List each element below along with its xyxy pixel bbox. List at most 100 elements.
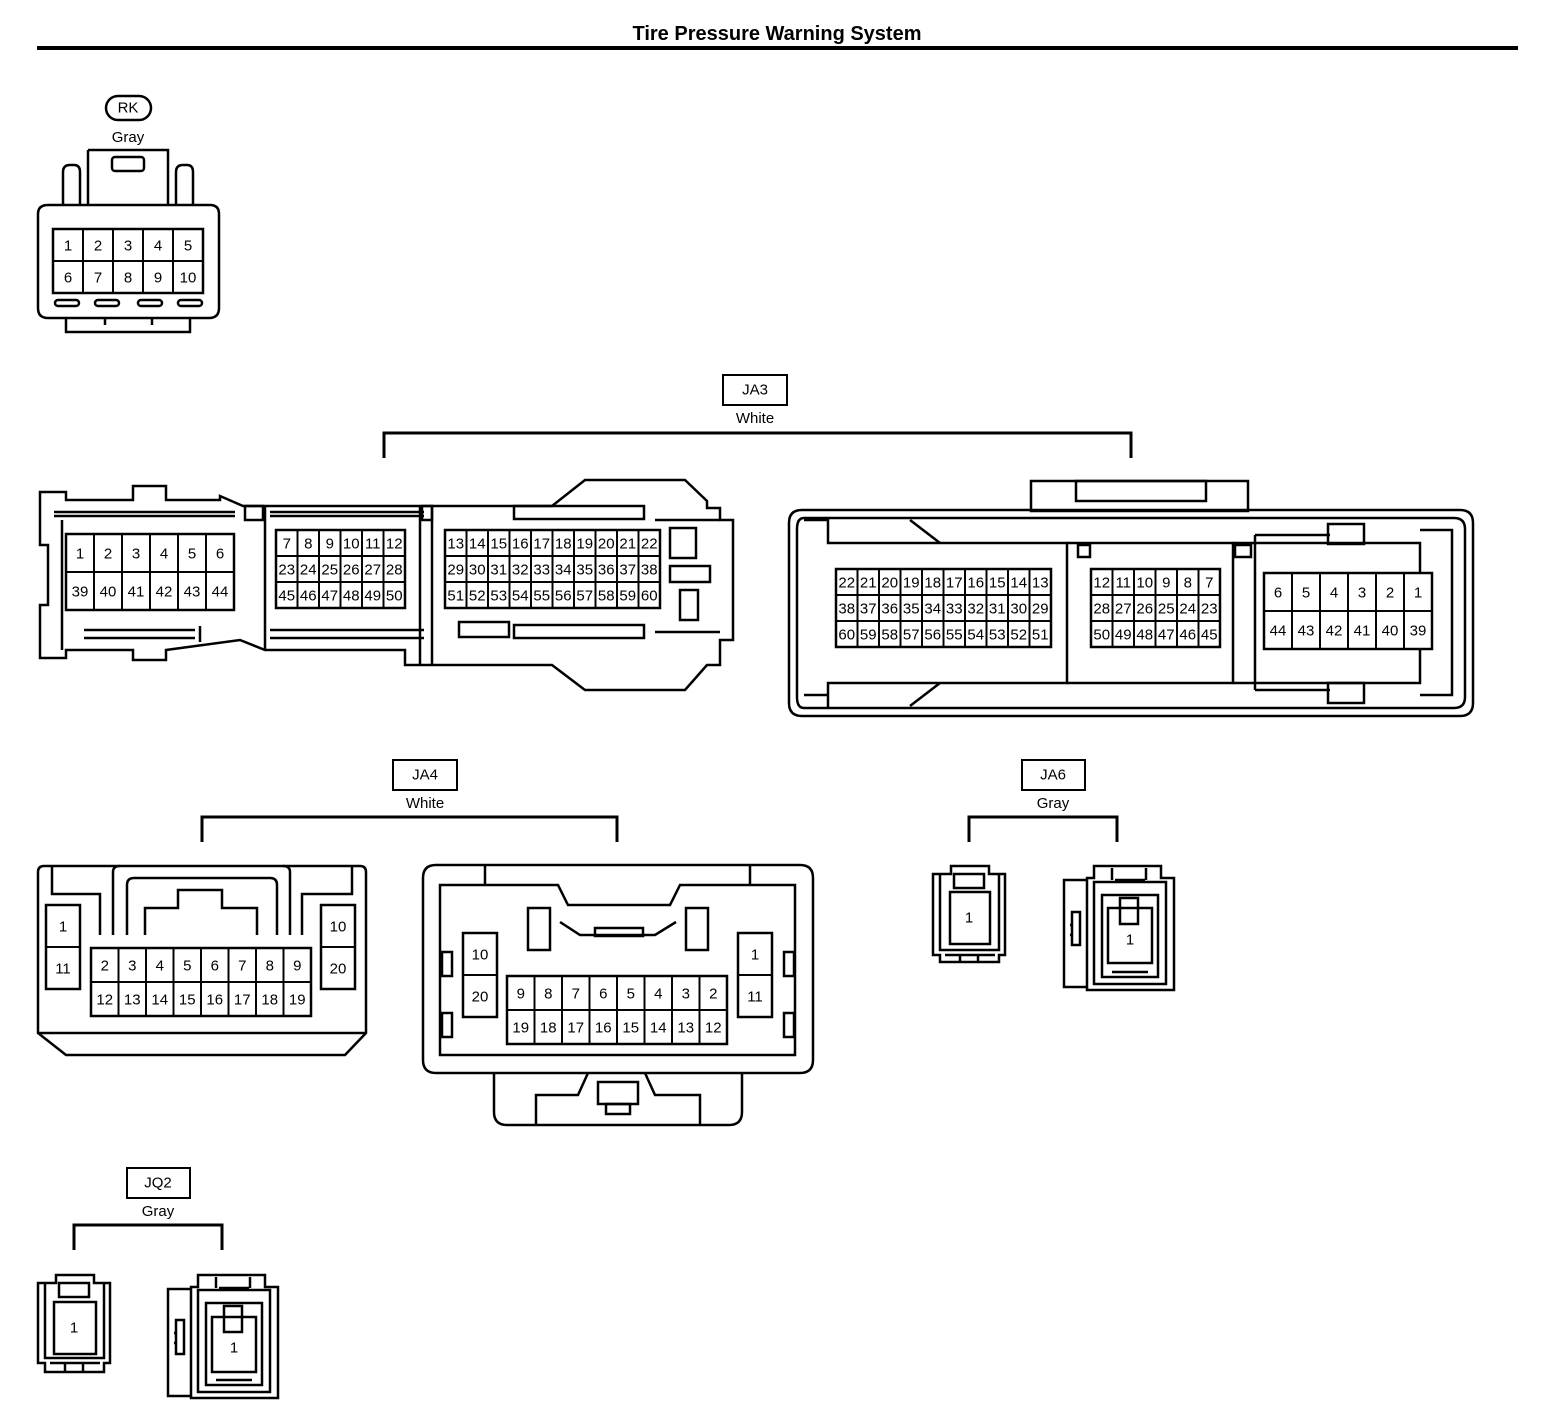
ja3-code-box: [722, 374, 788, 406]
pin-number: 23: [278, 562, 295, 579]
ja3-color: White: [736, 410, 774, 427]
ja4-female-left-col: 10 20: [461, 931, 499, 1019]
pin-number: 6: [599, 986, 607, 1003]
jq2-code-box: [126, 1167, 191, 1199]
pin-number: 22: [838, 575, 855, 592]
pin-number: 14: [469, 536, 486, 553]
pin-number: 40: [100, 584, 117, 601]
ja4-male-left-col: 111: [44, 903, 82, 991]
pin-number: 52: [469, 588, 486, 605]
pin-number: 3: [682, 986, 690, 1003]
pin-number: 20: [330, 961, 347, 978]
pin-cell: [637, 581, 661, 609]
pin-number: 55: [533, 588, 550, 605]
pin-number: 51: [447, 588, 464, 605]
pin-number: 43: [1298, 623, 1315, 640]
pin-number: 1: [1414, 585, 1422, 602]
ja4-code: JA4: [412, 767, 438, 784]
pin-number: 18: [924, 575, 941, 592]
pin-number: 10: [1136, 575, 1153, 592]
pin-number: 7: [283, 536, 291, 553]
pin-number: 60: [641, 588, 658, 605]
pin-number: 36: [881, 601, 898, 618]
pin-number: 16: [206, 992, 223, 1009]
pin-number: 39: [1410, 623, 1427, 640]
pin-number: 11: [747, 989, 763, 1006]
pin-number: 32: [967, 601, 984, 618]
pin-cell: [698, 1009, 728, 1045]
pin-cell: [382, 581, 406, 609]
pin-number: 13: [447, 536, 464, 553]
pin-number: 56: [555, 588, 572, 605]
pin-number: 11: [55, 961, 71, 978]
pin-number: 5: [627, 986, 635, 1003]
pin-number: 20: [472, 989, 489, 1006]
pin-cell: [1403, 610, 1433, 650]
connector-jq2: JQ2 Gray 1 1: [36, 1167, 280, 1400]
rk-code: RK: [118, 100, 139, 117]
pin-number: 58: [598, 588, 615, 605]
pin-number: 5: [1302, 585, 1310, 602]
pin-number: 37: [860, 601, 877, 618]
pin-number: 4: [160, 546, 168, 563]
pin-number: 16: [512, 536, 529, 553]
jq2-male-housing: [36, 1273, 112, 1374]
ja4-bracket: [200, 815, 619, 842]
jq2-male-pin: 1: [70, 1320, 78, 1337]
pin-number: 14: [650, 1020, 667, 1037]
pin-number: 20: [598, 536, 615, 553]
pin-number: 3: [132, 546, 140, 563]
pin-number: 59: [860, 627, 877, 644]
pin-number: 35: [903, 601, 920, 618]
pin-number: 41: [128, 584, 145, 601]
pin-number: 3: [124, 238, 132, 255]
pin-number: 17: [567, 1020, 584, 1037]
pin-number: 6: [64, 270, 72, 287]
pin-number: 1: [64, 238, 72, 255]
pin-number: 8: [544, 986, 552, 1003]
pin-number: 2: [709, 986, 717, 1003]
pin-number: 10: [472, 947, 489, 964]
pin-number: 11: [1115, 575, 1131, 592]
pin-number: 34: [924, 601, 941, 618]
pin-number: 18: [555, 536, 572, 553]
pin-number: 28: [1093, 601, 1110, 618]
pin-number: 54: [512, 588, 529, 605]
pin-number: 7: [238, 958, 246, 975]
connector-ja3: JA3 White: [38, 374, 1475, 718]
pin-number: 9: [517, 986, 525, 1003]
pin-number: 12: [96, 992, 113, 1009]
pin-number: 2: [94, 238, 102, 255]
pin-number: 10: [180, 270, 197, 287]
pin-number: 36: [598, 562, 615, 579]
pin-number: 20: [881, 575, 898, 592]
rk-color: Gray: [112, 129, 145, 146]
pin-number: 9: [326, 536, 334, 553]
pin-number: 9: [293, 958, 301, 975]
pin-number: 48: [1136, 627, 1153, 644]
ja6-female-pin: 1: [1126, 932, 1134, 949]
pin-number: 44: [212, 584, 229, 601]
pin-cell: [462, 974, 498, 1018]
pin-number: 24: [300, 562, 317, 579]
pin-number: 54: [967, 627, 984, 644]
pin-number: 21: [860, 575, 877, 592]
pin-number: 14: [1010, 575, 1027, 592]
pin-number: 58: [881, 627, 898, 644]
pin-number: 38: [641, 562, 658, 579]
pin-number: 17: [946, 575, 963, 592]
pin-cell: [1028, 620, 1052, 648]
pin-number: 31: [490, 562, 507, 579]
pin-number: 53: [989, 627, 1006, 644]
pin-number: 51: [1032, 627, 1049, 644]
pin-number: 23: [1201, 601, 1218, 618]
pin-number: 2: [104, 546, 112, 563]
pin-number: 24: [1179, 601, 1196, 618]
pin-number: 15: [989, 575, 1006, 592]
pin-number: 22: [641, 536, 658, 553]
pin-number: 47: [321, 588, 338, 605]
pin-number: 1: [59, 919, 67, 936]
pin-number: 21: [619, 536, 636, 553]
